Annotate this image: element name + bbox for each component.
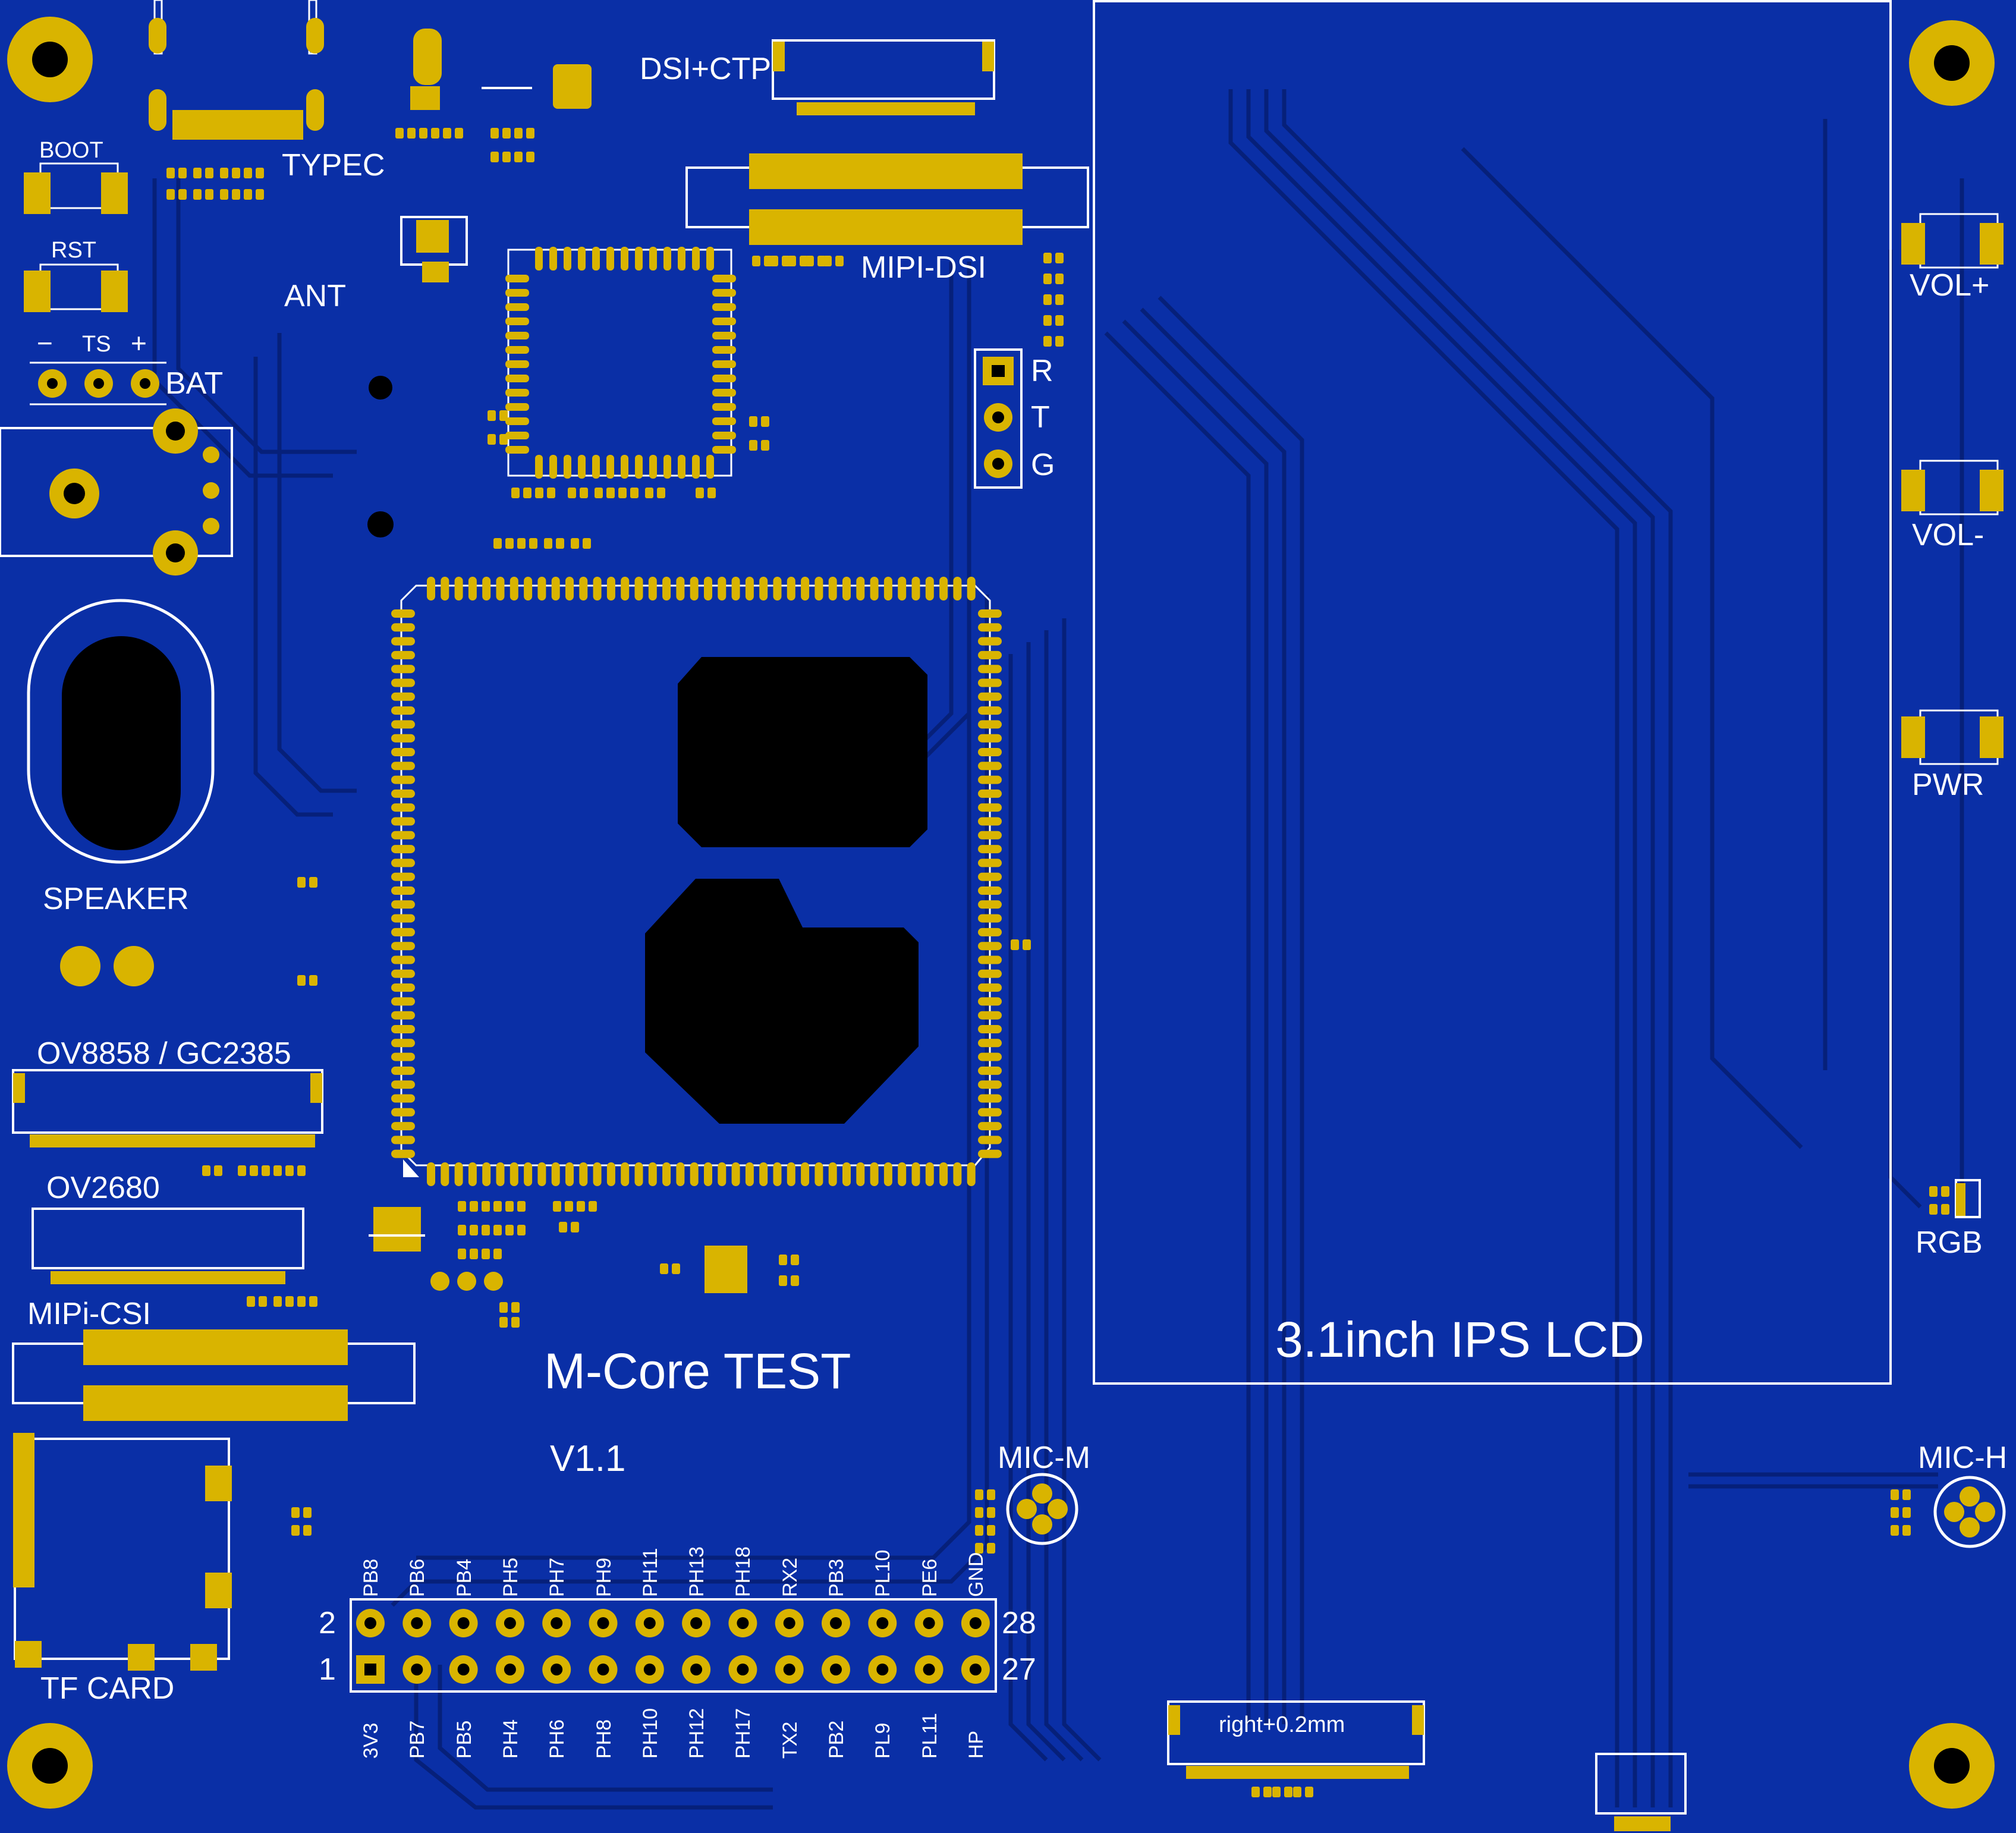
tf-card-label: TF CARD	[40, 1671, 175, 1706]
header-pin28-label: 28	[1002, 1606, 1036, 1640]
mic-h	[1933, 1476, 2006, 1548]
speaker-label: SPEAKER	[43, 882, 189, 916]
header-top-pin-label: PL10	[872, 1549, 895, 1597]
header-top-pin-label: PB6	[406, 1558, 429, 1597]
speaker-footprint	[27, 599, 215, 864]
ov8858-label: OV8858 / GC2385	[37, 1036, 291, 1071]
header-top-pin-label: PH7	[546, 1557, 569, 1597]
header-bottom-pin-label: TX2	[778, 1721, 801, 1759]
header-top-pin-label: PH18	[732, 1546, 755, 1597]
trace-layer	[152, 89, 1964, 1810]
gpio-header-pins	[356, 1609, 990, 1684]
mcu-footprint	[400, 584, 991, 1177]
header-bottom-pin-label: PB2	[825, 1720, 848, 1759]
header-bottom-pin-label: HP	[964, 1730, 987, 1759]
header-top-pin-label: PH9	[592, 1557, 615, 1597]
header-bottom-pin-label: PH12	[685, 1708, 709, 1759]
header-pin2-label: 2	[319, 1606, 336, 1640]
header-top-pin-label: PB8	[360, 1558, 382, 1597]
vol-minus-label: VOL-	[1912, 518, 1984, 552]
board-version: V1.1	[550, 1438, 626, 1479]
minus-label: −	[37, 328, 53, 359]
header-bottom-pin-label: PB7	[406, 1720, 429, 1759]
header-bottom-pin-label: PL9	[872, 1722, 895, 1759]
gpio-header	[350, 1598, 997, 1693]
battery-pads	[30, 361, 166, 405]
lcd-label: 3.1inch IPS LCD	[1275, 1312, 1644, 1367]
boot-label: BOOT	[39, 138, 103, 163]
header-bottom-pin-label: PH4	[499, 1719, 522, 1759]
header-bottom-pin-label: PB5	[452, 1720, 476, 1759]
uart-g-label: G	[1031, 448, 1055, 482]
header-bottom-pin-label: PL11	[918, 1713, 941, 1759]
lcd-outline	[1093, 0, 1892, 1385]
tf-card-slot	[14, 1438, 230, 1660]
dsi-ctp-label: DSI+CTP	[640, 52, 772, 86]
ov2680-label: OV2680	[46, 1171, 160, 1205]
header-pin27-label: 27	[1002, 1652, 1036, 1687]
mcu-pins	[391, 577, 1002, 1186]
header-bottom-pin-label: PH10	[639, 1708, 662, 1759]
header-top-pin-label: PE6	[918, 1558, 941, 1597]
board-title: M-Core TEST	[544, 1343, 851, 1399]
header-bottom-pin-label: 3V3	[360, 1722, 382, 1759]
header-top-pin-label: GND	[964, 1552, 987, 1597]
pwr-label: PWR	[1912, 768, 1984, 802]
header-top-pin-label: PB3	[825, 1558, 848, 1597]
rgb-label: RGB	[1916, 1225, 1983, 1260]
header-top-pin-label: RX2	[778, 1557, 801, 1597]
ant-label: ANT	[284, 279, 346, 313]
wifi-module	[507, 249, 732, 477]
uart-t-label: T	[1031, 400, 1050, 435]
header-bottom-pin-label: PH6	[546, 1719, 569, 1759]
typec-label: TYPEC	[282, 148, 385, 183]
header-bottom-pin-label: PH17	[732, 1708, 755, 1759]
fpc-connectors	[0, 39, 1687, 1815]
passive-components	[166, 128, 1949, 1797]
audio-jack	[49, 408, 219, 576]
header-bottom-pin-label: PH8	[592, 1719, 615, 1759]
mic-m	[1006, 1473, 1078, 1545]
rst-label: RST	[51, 238, 96, 263]
module-pins	[505, 247, 736, 479]
ts-label: TS	[82, 332, 111, 357]
fpc-note-label: right+0.2mm	[1219, 1712, 1345, 1737]
header-top-pin-label: PH5	[499, 1557, 522, 1597]
uart-r-label: R	[1031, 354, 1053, 388]
vol-plus-label: VOL+	[1910, 268, 1990, 303]
bat-label: BAT	[165, 366, 224, 401]
header-top-pin-label: PH11	[639, 1548, 662, 1597]
mipi-csi-label: MIPi-CSI	[27, 1297, 151, 1331]
tact-buttons	[39, 162, 1999, 765]
usb-c-connector	[149, 0, 324, 140]
mic-m-label: MIC-M	[998, 1441, 1090, 1475]
fpc-pads	[13, 42, 1671, 1831]
header-top-pin-label: PB4	[452, 1558, 476, 1597]
header-top-pin-label: PH13	[685, 1546, 709, 1597]
plus-label: +	[131, 328, 147, 359]
mipi-dsi-label: MIPI-DSI	[861, 250, 986, 285]
mic-h-label: MIC-H	[1918, 1441, 2008, 1475]
uart-header	[974, 348, 1023, 489]
header-pin1-label: 1	[319, 1652, 336, 1687]
